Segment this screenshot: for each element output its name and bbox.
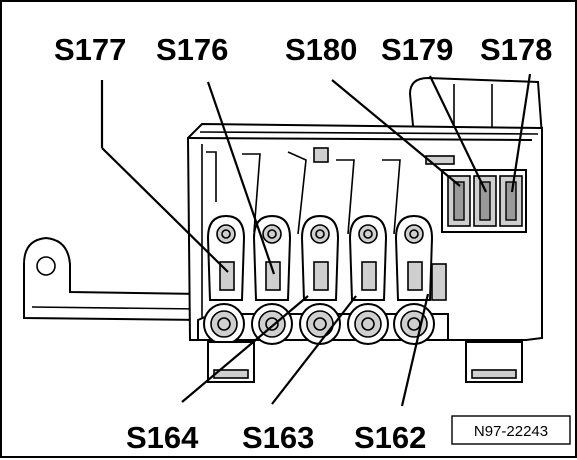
strip-fuse-2	[251, 214, 293, 345]
label-s180: S180	[285, 32, 357, 67]
label-s178: S178	[480, 32, 552, 67]
mounting-bracket	[23, 236, 203, 322]
leader-lines	[100, 73, 532, 407]
reference-code: N97-22243	[474, 423, 548, 440]
strip-fuse-1	[203, 214, 246, 345]
label-s164: S164	[126, 420, 199, 455]
strip-fuse-5	[393, 214, 435, 345]
side-clamp	[431, 263, 447, 301]
label-s176: S176	[156, 32, 228, 67]
housing-feet	[207, 341, 523, 383]
strip-fuse-3	[299, 214, 341, 345]
label-s177: S177	[54, 32, 126, 67]
label-s179: S179	[381, 32, 453, 67]
blade-fuse-group	[441, 169, 527, 233]
label-s163: S163	[242, 420, 314, 455]
strip-fuse-4	[347, 214, 389, 345]
reference-code-box	[451, 415, 571, 445]
label-s162: S162	[354, 420, 426, 455]
top-clip	[408, 76, 544, 137]
